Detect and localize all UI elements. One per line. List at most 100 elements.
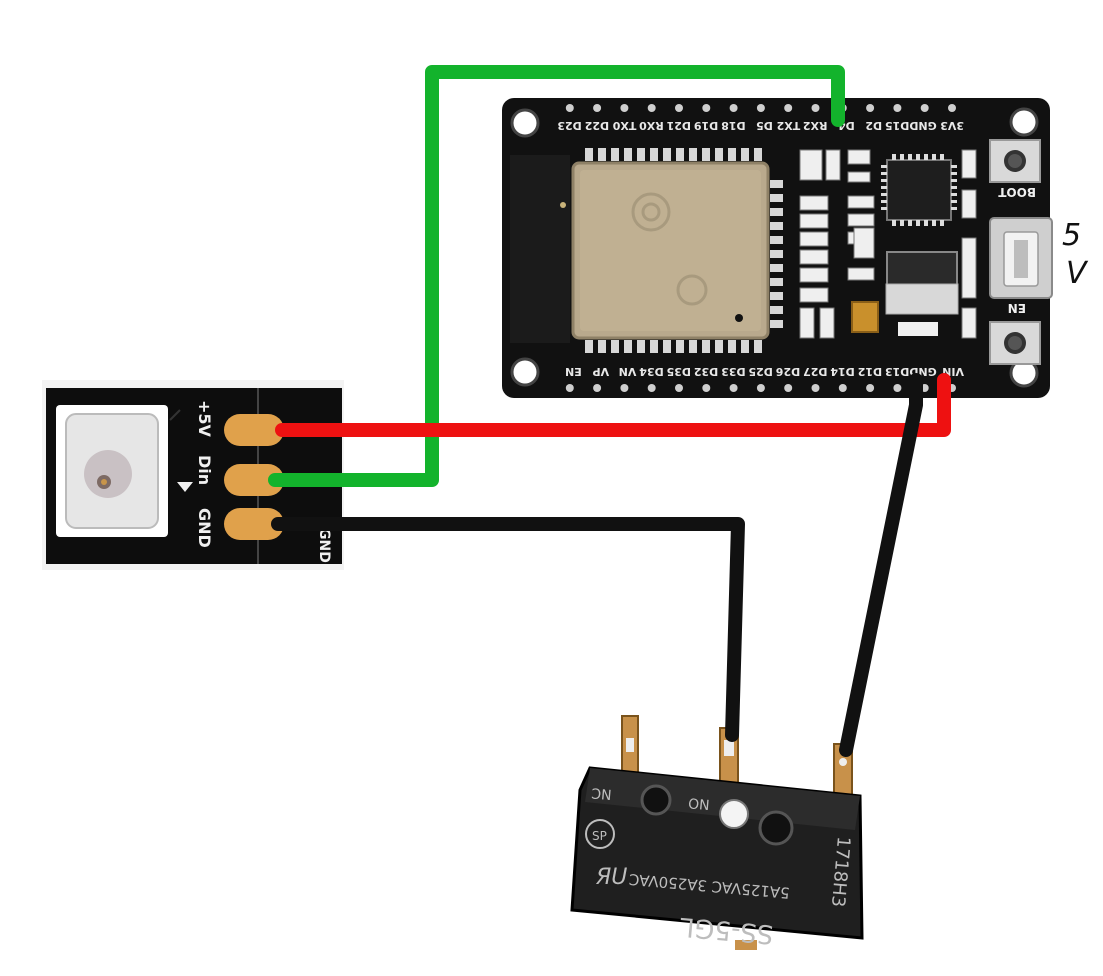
module-pad xyxy=(741,148,749,161)
smd-part xyxy=(853,227,875,259)
pin-hole xyxy=(702,384,711,392)
module-pad xyxy=(770,306,783,314)
pad-5v[interactable] xyxy=(224,414,284,446)
module-pad xyxy=(770,250,783,258)
module-pad xyxy=(770,292,783,300)
smd-part xyxy=(961,149,977,179)
led-module: +5V Din GND GND xyxy=(42,380,344,570)
smd-part xyxy=(819,307,835,339)
module-pad xyxy=(728,340,736,353)
module-pad xyxy=(715,148,723,161)
power-wire xyxy=(275,373,951,437)
pin-label-top: TX0 xyxy=(612,119,636,132)
module-pad xyxy=(754,148,762,161)
svg-text:ЯU: ЯU xyxy=(595,865,627,890)
module-pad xyxy=(585,340,593,353)
smd-part xyxy=(799,287,829,303)
module-pad xyxy=(770,194,783,202)
pin-label-top: TX2 xyxy=(777,119,801,132)
module-pad xyxy=(702,148,710,161)
usb-uart-chip xyxy=(886,159,952,221)
smd-part xyxy=(847,195,875,209)
smd-part xyxy=(799,267,829,283)
smd-part xyxy=(847,171,871,183)
module-pads xyxy=(585,148,783,353)
pin-label-bottom: D12 xyxy=(858,365,882,378)
pin-label-top: D19 xyxy=(694,119,718,132)
en-button[interactable] xyxy=(989,321,1041,365)
pin-label-bottom: D33 xyxy=(721,365,745,378)
pin-hole xyxy=(756,104,765,112)
module-pad xyxy=(611,148,619,161)
module-pad xyxy=(676,148,684,161)
smd-part xyxy=(847,149,871,165)
pin-label-bottom: D25 xyxy=(748,365,772,378)
pin-label-bottom: D34 xyxy=(639,365,664,378)
module-pad xyxy=(770,278,783,286)
led-pin-label-gnd: GND xyxy=(195,508,214,548)
pin-label-bottom: D14 xyxy=(830,365,855,378)
module-pad xyxy=(770,208,783,216)
pin-hole xyxy=(729,384,738,392)
module-pad xyxy=(585,148,593,161)
pin-label-bottom: D32 xyxy=(694,365,718,378)
smd-part xyxy=(825,149,841,181)
module-pad xyxy=(770,236,783,244)
en-label: EN xyxy=(1008,301,1026,315)
pad-din[interactable] xyxy=(224,464,284,496)
pin-hole xyxy=(620,384,629,392)
pin-hole xyxy=(675,384,683,392)
module-pad xyxy=(598,148,606,161)
smd-part xyxy=(961,189,977,219)
data-direction-arrow-icon xyxy=(177,482,193,492)
led-edge-label-gnd: GND xyxy=(316,528,332,563)
smd-part xyxy=(961,307,977,339)
ground-wire-esp32 xyxy=(839,373,923,757)
pin-hole xyxy=(866,384,875,392)
pin-hole xyxy=(675,104,683,112)
pin-label-top: D23 xyxy=(557,119,581,132)
module-pad xyxy=(624,340,632,353)
pin-hole xyxy=(593,104,602,112)
smd-part xyxy=(799,307,815,339)
top-pin-labels: 3V3GNDD15D2D4RX2TX2D5D18D19D21RX0TX0D22D… xyxy=(557,119,964,132)
mount-hole xyxy=(1009,107,1039,137)
mount-hole xyxy=(510,357,540,387)
pin-hole xyxy=(784,384,793,392)
boot-button[interactable] xyxy=(989,139,1041,183)
pin-hole xyxy=(920,104,929,112)
pin-hole xyxy=(811,104,820,112)
pin-hole xyxy=(647,104,656,112)
pin-label-bottom: VN xyxy=(619,365,637,378)
pin-hole xyxy=(620,104,629,112)
smd-part xyxy=(799,149,823,181)
pin-hole xyxy=(838,384,847,392)
ground-wire-led xyxy=(271,517,745,742)
module-pad xyxy=(663,340,671,353)
boot-label: BOOT xyxy=(997,185,1036,199)
pin-label-top: D2 xyxy=(865,119,882,132)
wires xyxy=(268,65,951,757)
pin-hole xyxy=(866,104,875,112)
certification-mark-icon: SP ЯU xyxy=(585,819,627,890)
smd-part xyxy=(799,249,829,265)
smd-part xyxy=(799,213,829,229)
module-pad xyxy=(689,340,697,353)
module-pad xyxy=(715,340,723,353)
pin-hole xyxy=(729,104,738,112)
pin-hole xyxy=(702,104,711,112)
diode xyxy=(898,322,938,336)
micro-switch[interactable]: NC NO 5A125VAC 3A250VAC SS-5GL 1718H3 SP… xyxy=(570,715,864,950)
pin-label-top: D15 xyxy=(885,119,909,132)
micro-usb-port[interactable] xyxy=(989,217,1053,299)
pin-hole xyxy=(811,384,820,392)
antenna-area xyxy=(510,155,570,343)
smd-part xyxy=(961,237,977,299)
led-pin-label-din: Din xyxy=(195,455,214,485)
svg-text:SP: SP xyxy=(592,829,607,843)
mount-hole xyxy=(510,108,540,138)
pad-gnd[interactable] xyxy=(224,508,284,540)
pin-hole xyxy=(756,384,765,392)
esp32-board: 3V3GNDD15D2D4RX2TX2D5D18D19D21RX0TX0D22D… xyxy=(502,98,1053,398)
